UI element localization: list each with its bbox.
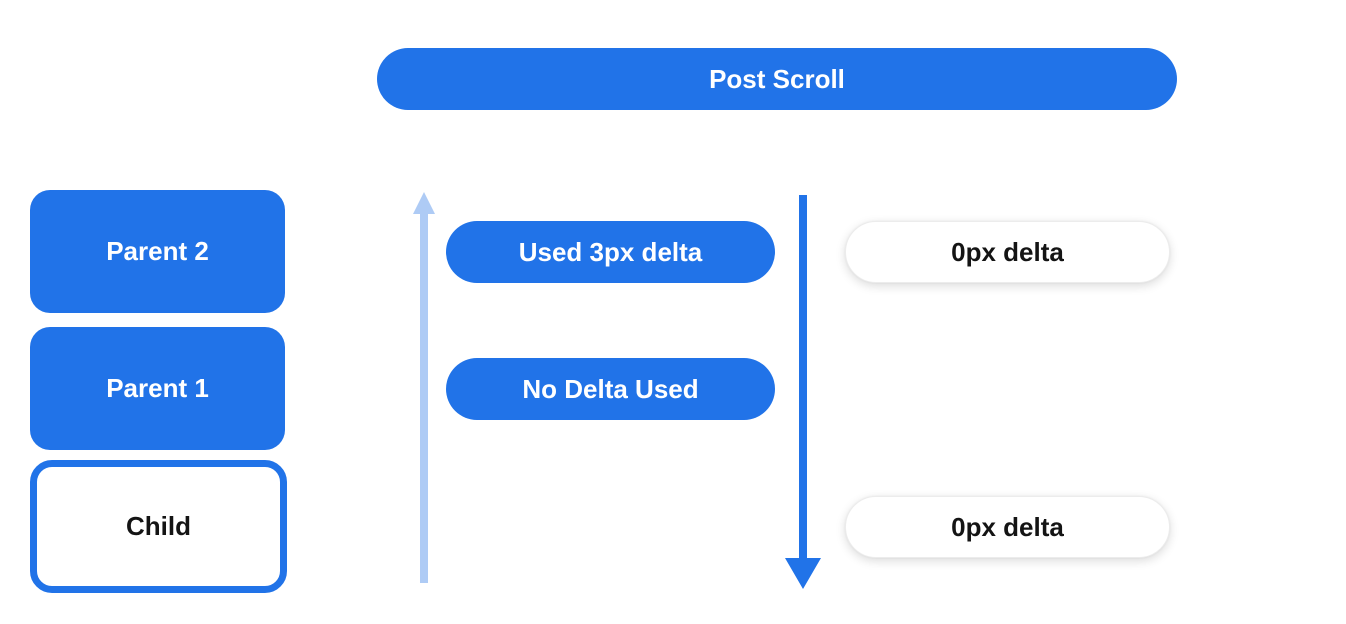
- used-delta-pill-label: Used 3px delta: [518, 236, 703, 267]
- zero-delta-pill-bottom-label: 0px delta: [951, 511, 1064, 542]
- parent1-box: Parent 1: [30, 327, 285, 450]
- child-label: Child: [126, 511, 191, 541]
- arrow-up-head: [413, 192, 435, 214]
- no-delta-used-pill: No Delta Used: [446, 358, 775, 420]
- parent2-box: Parent 2: [30, 190, 285, 313]
- zero-delta-pill-top-label: 0px delta: [951, 236, 1064, 267]
- child-box: Child: [30, 460, 287, 593]
- zero-delta-pill-top: 0px delta: [845, 221, 1170, 283]
- no-delta-used-pill-label: No Delta Used: [522, 373, 699, 404]
- post-scroll-banner: Post Scroll: [377, 48, 1177, 110]
- parent1-label: Parent 1: [106, 373, 209, 403]
- zero-delta-pill-bottom: 0px delta: [845, 496, 1170, 558]
- used-delta-pill: Used 3px delta: [446, 221, 775, 283]
- post-scroll-banner-label: Post Scroll: [709, 63, 845, 94]
- arrow-down-shaft: [799, 195, 807, 560]
- arrow-up-shaft: [420, 212, 428, 583]
- parent2-label: Parent 2: [106, 236, 209, 266]
- arrow-down-head: [785, 558, 821, 589]
